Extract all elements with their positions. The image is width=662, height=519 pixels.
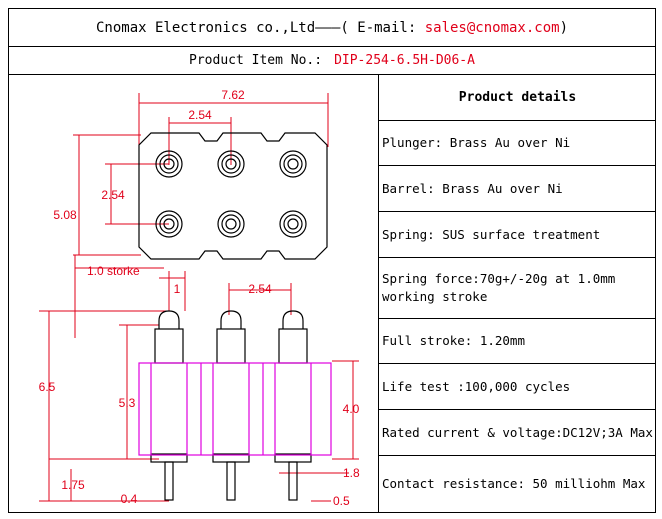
detail-row-full-stroke: Full stroke: 1.20mm	[382, 333, 525, 348]
detail-row-contact-resistance: Contact resistance: 50 milliohm Max	[382, 476, 646, 491]
detail-row-life-test: Life test :100,000 cycles	[382, 378, 571, 394]
divider	[379, 409, 656, 410]
dim-pitch-side: 2.54	[248, 282, 272, 296]
detail-row-barrel: Barrel: Brass Au over Ni	[382, 180, 563, 196]
detail-row-spring: Spring: SUS surface treatment	[382, 226, 601, 242]
divider	[379, 455, 656, 456]
dim-tail-dia-left: 0.4	[121, 492, 138, 506]
dim-stroke: 1.0 storke	[87, 264, 140, 278]
divider	[378, 74, 379, 512]
dim-tip: 1	[174, 282, 181, 296]
item-code: DIP-254-6.5H-D06-A	[334, 53, 475, 68]
details-title: Product details	[458, 89, 577, 105]
dim-pitch-top: 2.54	[188, 108, 212, 122]
divider	[379, 318, 656, 319]
divider	[379, 363, 656, 364]
item-label: Product Item No.:	[189, 53, 323, 68]
divider	[379, 211, 656, 212]
dim-tail: 1.75	[61, 478, 85, 492]
detail-row-plunger: Plunger: Brass Au over Ni	[382, 135, 571, 150]
divider	[379, 257, 656, 258]
divider	[379, 120, 656, 121]
dim-total-height: 6.5	[39, 380, 56, 394]
dim-width-total: 7.62	[221, 88, 245, 102]
drawing-svg: 7.62 2.54 2.54 5.08 1.0 storke 1 2.54 6.…	[39, 88, 360, 508]
company-header: Cnomax Electronics co.,Ltd———( E-mail: s…	[9, 9, 655, 46]
dim-row-pitch: 2.54	[101, 188, 125, 202]
product-details-table: Product details Plunger: Brass Au over N…	[379, 75, 656, 513]
divider	[9, 46, 655, 47]
email-link[interactable]: sales@cnomax.com	[424, 19, 560, 36]
dim-dia: 1.8	[343, 466, 360, 480]
dim-height-total: 5.08	[53, 208, 77, 222]
dim-body-height: 4.0	[343, 402, 360, 416]
detail-row-rated-current: Rated current & voltage:DC12V;3A Max	[382, 424, 653, 440]
header-close: )	[559, 19, 569, 36]
divider	[379, 165, 656, 166]
company-text: Cnomax Electronics co.,Ltd———( E-mail:	[95, 19, 425, 36]
divider	[9, 74, 655, 75]
dim-tail-dia-right: 0.5	[333, 494, 350, 508]
product-item-row: Product Item No.: DIP-254-6.5H-D06-A	[9, 47, 655, 74]
detail-row-spring-force: Spring force:70g+/-20g at 1.0mm working …	[382, 271, 616, 304]
spec-sheet-frame: Cnomax Electronics co.,Ltd———( E-mail: s…	[8, 8, 656, 513]
dim-barrel-height: 5.3	[119, 396, 136, 410]
technical-drawing: 7.62 2.54 2.54 5.08 1.0 storke 1 2.54 6.…	[9, 75, 378, 513]
